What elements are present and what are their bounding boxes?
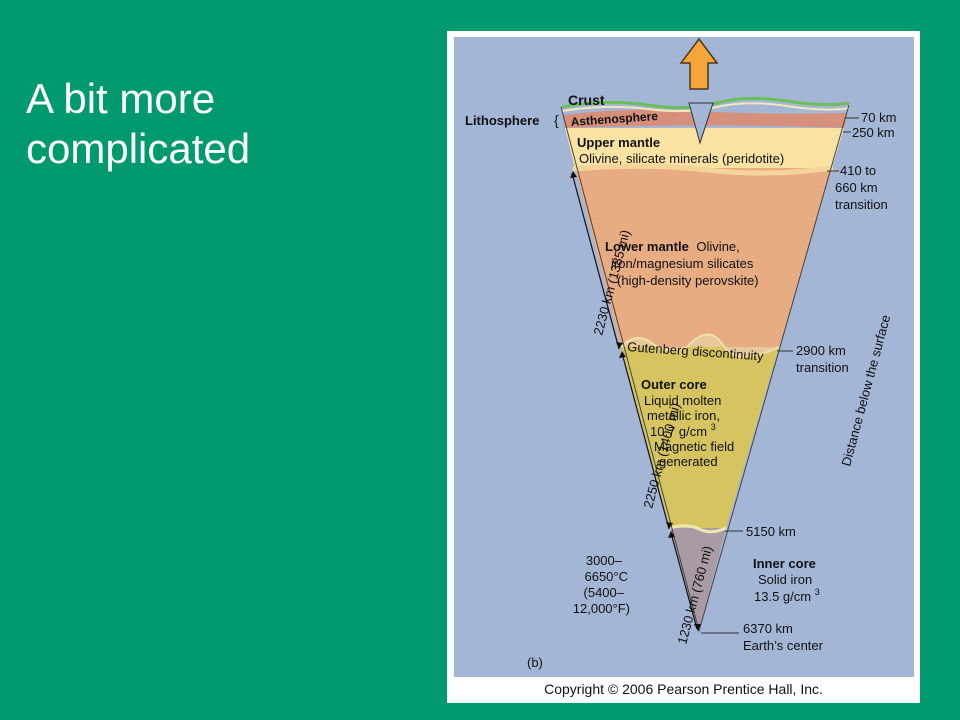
inner-core-boundary bbox=[669, 524, 727, 534]
depth-2900km-line1: 2900 km bbox=[796, 343, 846, 358]
depth-70km-label: 70 km bbox=[861, 110, 896, 125]
inner-core-region bbox=[670, 528, 726, 631]
lithosphere-brace: { bbox=[554, 112, 559, 128]
inner-core-title: Inner core bbox=[753, 556, 816, 571]
depth-6370km-line2: Earth’s center bbox=[743, 638, 824, 653]
outer-core-desc5: generated bbox=[659, 454, 718, 469]
inner-core-desc2: 13.5 g/cm bbox=[754, 589, 811, 604]
inner-core-dimension-line bbox=[670, 532, 698, 630]
transition-zone-boundary bbox=[572, 163, 834, 176]
earth-layers-figure: Crust Asthenosphere Upper mantle Olivine… bbox=[447, 31, 920, 703]
lower-mantle-desc2: iron/magnesium silicates bbox=[611, 256, 754, 271]
panel-label: (b) bbox=[527, 655, 543, 670]
dimension-arrowhead bbox=[619, 351, 626, 358]
inner-core-density: 13.5 g/cm 3 bbox=[754, 587, 820, 604]
dimension-arrowhead bbox=[694, 624, 701, 631]
slide-title-line2: complicated bbox=[26, 125, 251, 172]
lower-mantle-desc3: (high-density perovskite) bbox=[617, 273, 759, 288]
upper-mantle-desc: Olivine, silicate minerals (peridotite) bbox=[579, 151, 784, 166]
depth-410km-line2: 660 km bbox=[835, 180, 878, 195]
lower-mantle-line1: Lower mantle Olivine, bbox=[605, 239, 740, 254]
temperature-line1: 3000– bbox=[586, 553, 623, 568]
lower-mantle-title: Lower mantle bbox=[605, 239, 689, 254]
outer-core-desc2: metallic iron, bbox=[647, 408, 720, 423]
lower-mantle-region bbox=[575, 168, 832, 347]
temperature-line3: (5400– bbox=[584, 585, 625, 600]
dimension-arrowhead bbox=[570, 171, 577, 178]
inner-core-desc1: Solid iron bbox=[758, 572, 812, 587]
inner-core-desc2-sup: 3 bbox=[815, 587, 820, 597]
lower-mantle-desc1: Olivine, bbox=[696, 239, 739, 254]
crust-line bbox=[561, 96, 850, 110]
outer-core-desc3: 10.7 g/cm bbox=[650, 424, 707, 439]
dimension-arrowhead bbox=[668, 531, 675, 538]
lithosphere-label: Lithosphere bbox=[465, 113, 539, 128]
outer-core-desc3-sup: 3 bbox=[711, 422, 716, 432]
gutenberg-boundary bbox=[620, 333, 780, 358]
depth-5150km-label: 5150 km bbox=[746, 524, 796, 539]
depth-2900km-line2: transition bbox=[796, 360, 849, 375]
slide-title: A bit more complicated bbox=[26, 74, 406, 174]
depth-410km-line1: 410 to bbox=[840, 163, 876, 178]
outer-core-dimension-line bbox=[621, 352, 670, 530]
asthenosphere-label: Asthenosphere bbox=[570, 109, 658, 129]
outer-core-title: Outer core bbox=[641, 377, 707, 392]
slide-title-line1: A bit more bbox=[26, 75, 216, 122]
wedge-outline bbox=[560, 104, 850, 633]
temperature-line4: 12,000°F) bbox=[573, 601, 630, 616]
depth-410km-line3: transition bbox=[835, 197, 888, 212]
temperature-line2: 6650°C bbox=[584, 569, 628, 584]
outer-core-density: 10.7 g/cm 3 bbox=[650, 422, 716, 439]
outer-core-region bbox=[621, 347, 779, 528]
outer-core-desc4: Magnetic field bbox=[654, 439, 734, 454]
crust-label: Crust bbox=[568, 92, 605, 108]
subduction-notch bbox=[688, 102, 714, 145]
dimension-arrowhead bbox=[616, 342, 623, 349]
upper-mantle-title: Upper mantle bbox=[577, 135, 660, 150]
depth-6370km-line1: 6370 km bbox=[743, 621, 793, 636]
up-arrow-icon bbox=[679, 37, 719, 90]
outer-core-desc1: Liquid molten bbox=[644, 393, 721, 408]
earth-cross-section-diagram: Crust Asthenosphere Upper mantle Olivine… bbox=[454, 37, 914, 677]
crust-line-inner bbox=[561, 102, 850, 113]
upper-mantle-region bbox=[565, 128, 844, 168]
depth-250km-label: 250 km bbox=[852, 125, 895, 140]
dimension-arrowhead bbox=[666, 522, 673, 529]
lower-mantle-dimension-line bbox=[571, 172, 620, 350]
copyright-notice: Copyright © 2006 Pearson Prentice Hall, … bbox=[544, 681, 823, 697]
